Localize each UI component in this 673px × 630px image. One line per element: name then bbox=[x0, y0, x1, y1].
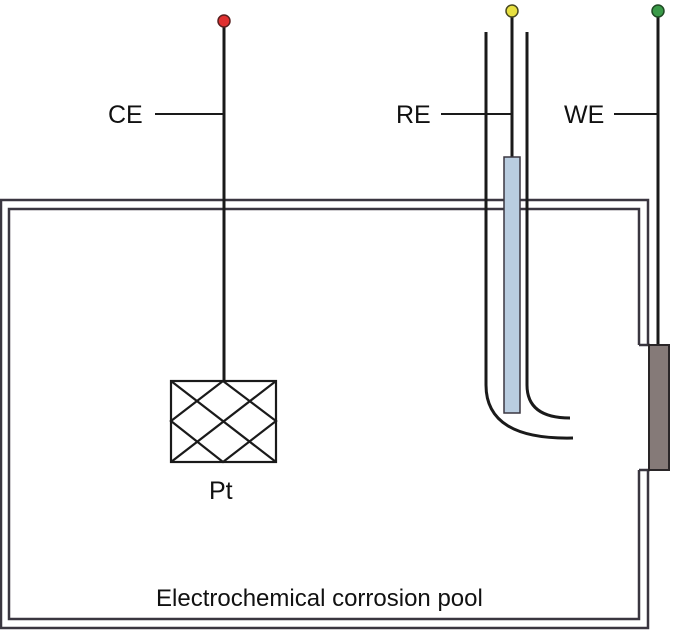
re-label: RE bbox=[396, 101, 431, 129]
pt-mesh-icon bbox=[169, 379, 278, 464]
ce-label: CE bbox=[108, 101, 143, 129]
we-terminal-icon bbox=[651, 4, 665, 18]
pool-inner-wall bbox=[7, 207, 641, 621]
luggin-capillary-inner bbox=[525, 32, 571, 420]
luggin-capillary-outer bbox=[484, 32, 574, 440]
we-label: WE bbox=[564, 101, 604, 129]
ce-terminal-icon bbox=[217, 14, 231, 28]
counter-electrode: CE Pt bbox=[108, 14, 278, 505]
corrosion-pool bbox=[0, 198, 650, 630]
working-electrode: WE bbox=[564, 4, 670, 471]
re-rod bbox=[503, 156, 521, 414]
pool-outer-wall bbox=[0, 198, 650, 630]
reference-electrode: RE bbox=[396, 4, 574, 440]
pool-caption: Electrochemical corrosion pool bbox=[156, 585, 483, 612]
pt-label: Pt bbox=[209, 477, 233, 505]
we-sample bbox=[648, 344, 670, 471]
re-terminal-icon bbox=[505, 4, 519, 18]
